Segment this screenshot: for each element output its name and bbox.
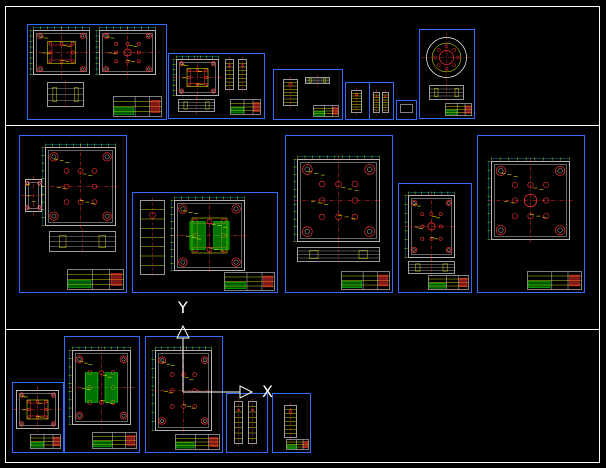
drawing-sheet-bot-2[interactable] [64, 336, 140, 453]
ucs-axis-icon [176, 324, 254, 399]
drawing-sheet-top-7[interactable] [419, 29, 475, 119]
drawing-sheet-bot-4[interactable] [226, 393, 268, 453]
drawing-sheet-bot-5[interactable] [272, 393, 311, 453]
drawing-sheet-top-5[interactable] [369, 82, 394, 120]
drawing-sheet-mid-3[interactable] [285, 135, 393, 293]
drawing-sheet-bot-3[interactable] [145, 336, 223, 453]
drawing-sheet-top-3[interactable] [273, 69, 343, 120]
ucs-x-label: X [262, 382, 273, 401]
ucs-y-label: Y [178, 298, 188, 317]
drawing-frame [5, 6, 600, 463]
drawing-sheet-mid-4[interactable] [398, 183, 472, 293]
drawing-sheet-mid-1[interactable] [19, 135, 127, 293]
drawing-sheet-mid-5[interactable] [477, 135, 585, 293]
drawing-sheet-bot-1[interactable] [12, 382, 64, 453]
drawing-sheet-top-1[interactable] [27, 24, 167, 120]
drawing-sheet-mid-2[interactable] [132, 192, 278, 293]
drawing-sheet-top-6[interactable] [396, 100, 417, 120]
drawing-sheet-top-2[interactable] [168, 53, 265, 119]
drawing-sheets [12, 24, 585, 453]
